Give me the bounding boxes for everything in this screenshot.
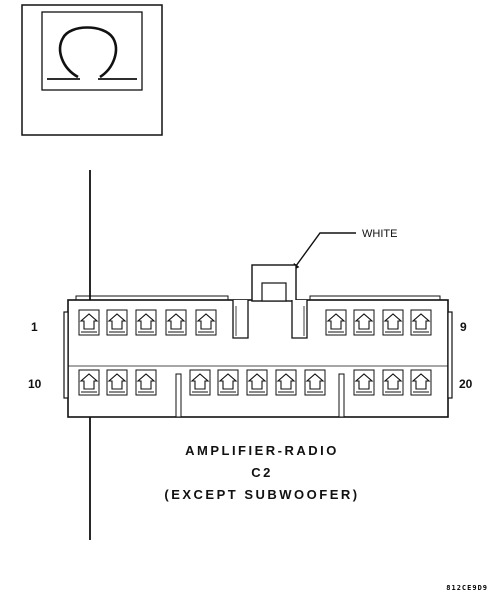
pin-label-9: 9 xyxy=(460,320,467,334)
pin-cavity-18 xyxy=(353,369,375,396)
pin-cavity-1 xyxy=(78,309,100,336)
pin-cavities xyxy=(78,309,432,396)
pin-cavity-7 xyxy=(353,309,375,336)
pin-cavity-11 xyxy=(106,369,128,396)
figure-code: 812CE9D9 xyxy=(446,584,488,592)
pin-cavity-19 xyxy=(382,369,404,396)
white-callout-leader xyxy=(292,232,356,271)
color-label: WHITE xyxy=(362,228,397,240)
omega-connector-symbol-icon xyxy=(47,26,137,80)
pin-label-20: 20 xyxy=(459,377,473,391)
pin-label-1: 1 xyxy=(31,320,38,334)
locking-tab xyxy=(232,264,308,339)
connector-variant: (EXCEPT SUBWOOFER) xyxy=(164,487,359,502)
symbol-frame xyxy=(21,4,163,136)
pin-cavity-20 xyxy=(410,369,432,396)
pin-cavity-16 xyxy=(275,369,297,396)
connector-title: AMPLIFIER-RADIO xyxy=(185,443,339,458)
pin-cavity-10 xyxy=(78,369,100,396)
pin-cavity-15 xyxy=(246,369,268,396)
pin-cavity-9 xyxy=(410,309,432,336)
pin-cavity-3 xyxy=(135,309,157,336)
pin-cavity-2 xyxy=(106,309,128,336)
pin-label-10: 10 xyxy=(28,377,42,391)
pin-cavity-8 xyxy=(382,309,404,336)
pin-cavity-17 xyxy=(304,369,326,396)
pin-cavity-6 xyxy=(325,309,347,336)
pin-cavity-12 xyxy=(135,369,157,396)
pin-cavity-13 xyxy=(189,369,211,396)
connector-id: C2 xyxy=(251,465,273,480)
pin-cavity-4 xyxy=(165,309,187,336)
pin-cavity-14 xyxy=(217,369,239,396)
pin-cavity-5 xyxy=(195,309,217,336)
